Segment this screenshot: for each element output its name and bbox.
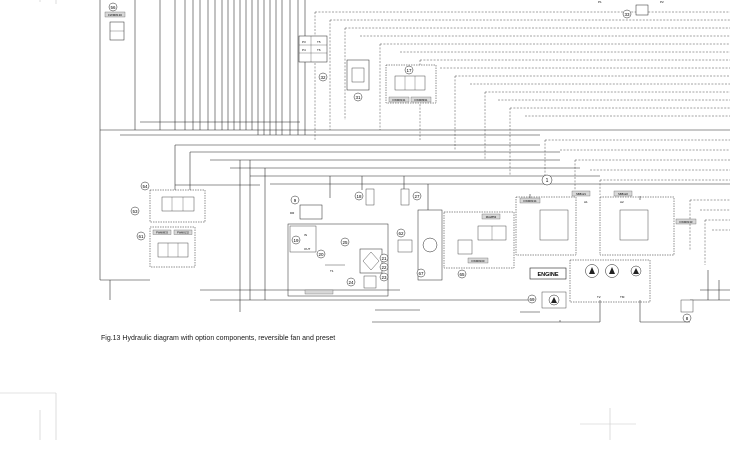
- svg-text:OUT: OUT: [304, 247, 311, 251]
- solid-lines: [99, 0, 730, 323]
- svg-text:P4: P4: [302, 48, 306, 52]
- svg-text:31: 31: [355, 95, 361, 100]
- svg-text:17: 17: [406, 68, 412, 73]
- svg-text:P2: P2: [660, 0, 664, 4]
- svg-text:FWM8131: FWM8131: [393, 98, 406, 102]
- svg-text:FWM8833: FWM8833: [156, 231, 169, 235]
- svg-text:32: 32: [320, 75, 326, 80]
- svg-text:56: 56: [110, 5, 116, 10]
- svg-text:65: 65: [459, 272, 465, 277]
- svg-text:61: 61: [138, 234, 144, 239]
- svg-text:33: 33: [624, 12, 630, 17]
- svg-text:A2: A2: [620, 200, 624, 204]
- svg-text:ENGINE: ENGINE: [537, 272, 558, 278]
- component-67: 67: [416, 209, 443, 281]
- component-18: 18: [354, 188, 375, 206]
- svg-text:IN: IN: [304, 233, 307, 237]
- svg-text:T2: T2: [597, 295, 601, 299]
- svg-text:69: 69: [529, 297, 535, 302]
- svg-text:21: 21: [381, 256, 387, 261]
- svg-text:FWM8134: FWM8134: [524, 199, 537, 203]
- component-9: 9 DR: [290, 195, 323, 220]
- svg-text:DR: DR: [290, 211, 295, 215]
- svg-text:T1: T1: [330, 269, 334, 273]
- component-65: MA2853 FWM8160 65: [443, 211, 515, 279]
- svg-text:20: 20: [318, 252, 324, 257]
- svg-text:P3: P3: [302, 40, 306, 44]
- svg-text:1: 1: [546, 178, 549, 184]
- crop-marks: [0, 0, 636, 440]
- svg-text:FWM8130: FWM8130: [108, 13, 122, 17]
- component-61: 61 FWM8833 FWM8132: [136, 226, 196, 268]
- svg-text:18: 18: [356, 194, 362, 199]
- svg-text:T6: T6: [317, 48, 321, 52]
- component-19: 27: [400, 188, 422, 206]
- svg-text:24: 24: [348, 280, 354, 285]
- svg-text:TM: TM: [620, 295, 625, 299]
- component-17: 31 17 FWM8131 FWM8931: [346, 59, 437, 104]
- component-32: P3 T5 P4 T6 32: [298, 35, 328, 82]
- svg-text:22: 22: [381, 265, 387, 270]
- svg-text:67: 67: [418, 271, 424, 276]
- svg-text:FWM8931: FWM8931: [415, 98, 428, 102]
- svg-text:FWM8160: FWM8160: [472, 259, 485, 263]
- dashed-lines: [314, 11, 730, 265]
- svg-text:8: 8: [686, 316, 689, 321]
- component-53: 53: [130, 206, 140, 216]
- component-56: 56 FWM8130: [104, 2, 126, 41]
- fan-circuit-box: 19 IN OUT 25 20 21 22 23 24 T1: [287, 223, 389, 297]
- svg-text:SB8122: SB8122: [618, 192, 628, 196]
- component-54: 54: [140, 181, 206, 223]
- svg-text:9: 9: [294, 198, 297, 203]
- svg-text:T5: T5: [317, 40, 321, 44]
- component-69: 69: [527, 291, 567, 309]
- svg-text:54: 54: [142, 184, 148, 189]
- svg-text:A1: A1: [584, 200, 588, 204]
- svg-text:27: 27: [414, 194, 420, 199]
- svg-text:MA2853: MA2853: [486, 215, 497, 219]
- component-8: 8: [680, 299, 694, 323]
- svg-text:P1: P1: [598, 0, 602, 4]
- svg-text:53: 53: [132, 209, 138, 214]
- svg-text:FWM8132: FWM8132: [177, 231, 190, 235]
- svg-text:62: 62: [398, 231, 404, 236]
- svg-text:19: 19: [293, 238, 299, 243]
- svg-text:SB8121: SB8121: [576, 192, 586, 196]
- component-62: 62: [396, 228, 413, 253]
- svg-text:23: 23: [381, 275, 387, 280]
- figure-caption: Fig.13 Hydraulic diagram with option com…: [101, 335, 336, 342]
- pump-group-1: 1 FWM8134 SB8121 SB8122 FWM8133 A1 A2 EN…: [515, 174, 697, 303]
- svg-text:25: 25: [342, 240, 348, 245]
- svg-text:FWM8133: FWM8133: [680, 220, 693, 224]
- component-33: 33 P1 P2: [598, 0, 664, 19]
